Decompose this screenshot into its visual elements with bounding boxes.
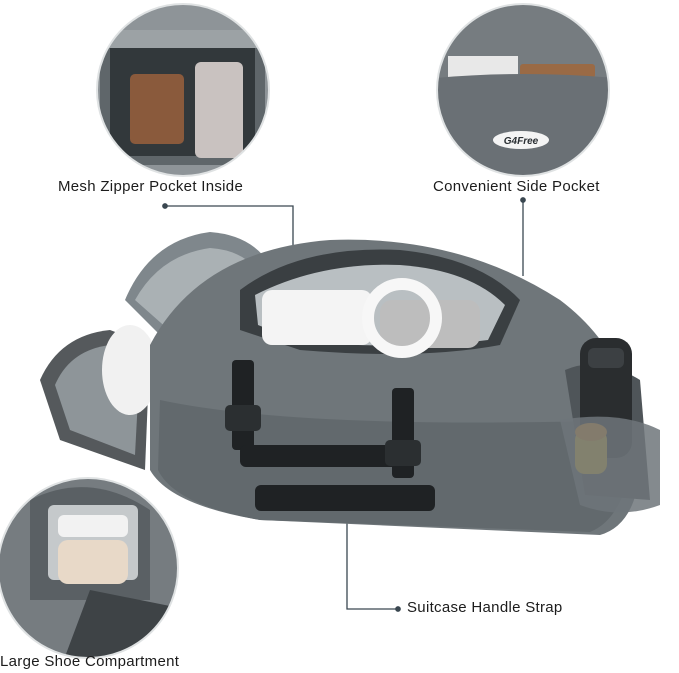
- side-pocket-callout: Convenient Side Pocket: [433, 178, 600, 195]
- mesh-pocket-callout: Mesh Zipper Pocket Inside: [58, 178, 244, 195]
- headphones-image: [362, 278, 442, 358]
- folded-towel-image: [58, 515, 128, 537]
- sneakers-image: [58, 540, 128, 584]
- side-pocket-inset: G4Free: [436, 3, 610, 177]
- tablet-image: [448, 56, 518, 78]
- suitcase-handle-strap: [255, 485, 435, 511]
- handle-strap-callout: Suitcase Handle Strap: [407, 599, 563, 616]
- carry-handles: [225, 360, 435, 511]
- duffel-bag: [40, 232, 660, 535]
- shoe-compartment-callout: Large Shoe Compartment: [0, 653, 180, 670]
- mesh-pocket-inset: [96, 3, 270, 177]
- shoe-compartment-inset: [0, 477, 179, 659]
- phone-image: [195, 62, 243, 158]
- wallet-image: [130, 74, 184, 144]
- towel-image: [262, 290, 372, 345]
- logo-text: G4Free: [504, 136, 539, 147]
- g4free-logo: [493, 131, 549, 149]
- shoes-image: [102, 325, 158, 415]
